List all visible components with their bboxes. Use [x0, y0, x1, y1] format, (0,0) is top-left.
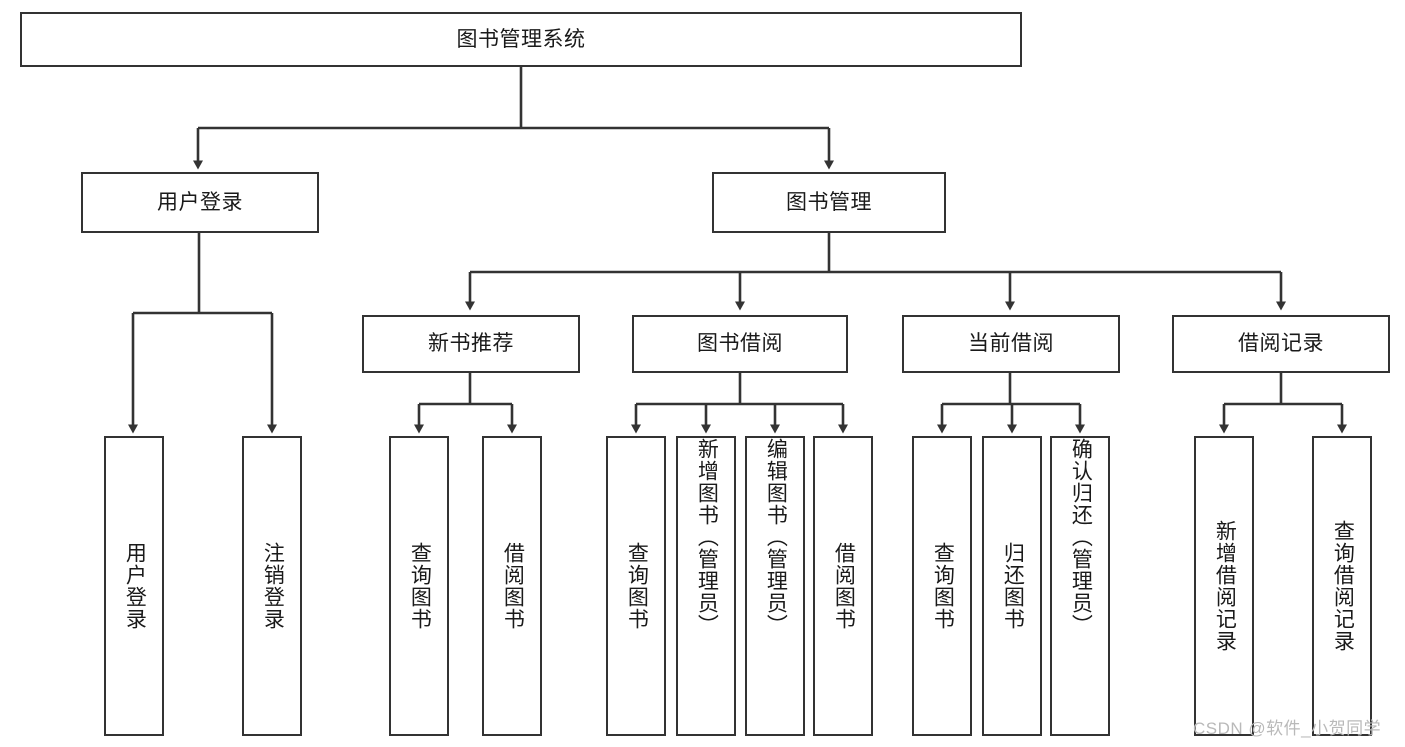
- node-book-borrow-label: 图书借阅: [697, 332, 783, 356]
- node-leaf-current-return-book-label: 归还图书: [1001, 542, 1025, 630]
- node-leaf-current-confirm-return-admin[interactable]: 确认归还（管理员）: [1050, 436, 1110, 736]
- node-borrow-records[interactable]: 借阅记录: [1172, 315, 1390, 373]
- node-leaf-records-query-record[interactable]: 查询借阅记录: [1312, 436, 1372, 736]
- node-leaf-records-add-record-label: 新增借阅记录: [1213, 520, 1237, 652]
- node-leaf-current-confirm-return-admin-label: 确认归还（管理员）: [1069, 438, 1093, 636]
- node-leaf-borrow-add-book-admin[interactable]: 新增图书（管理员）: [676, 436, 736, 736]
- node-leaf-current-query-book-label: 查询图书: [931, 542, 955, 630]
- node-root[interactable]: 图书管理系统: [20, 12, 1022, 67]
- node-user-login[interactable]: 用户登录: [81, 172, 319, 233]
- node-leaf-records-add-record[interactable]: 新增借阅记录: [1194, 436, 1254, 736]
- node-leaf-borrow-lend-book-label: 借阅图书: [832, 542, 856, 630]
- node-book-borrow[interactable]: 图书借阅: [632, 315, 848, 373]
- node-new-book-recommend-label: 新书推荐: [428, 332, 514, 356]
- node-leaf-recommend-borrow-book[interactable]: 借阅图书: [482, 436, 542, 736]
- node-leaf-user-logout-label: 注销登录: [261, 542, 285, 630]
- node-leaf-current-query-book[interactable]: 查询图书: [912, 436, 972, 736]
- node-leaf-borrow-add-book-admin-label: 新增图书（管理员）: [695, 438, 719, 636]
- node-user-login-label: 用户登录: [157, 190, 243, 214]
- node-leaf-borrow-query-book-label: 查询图书: [625, 542, 649, 630]
- node-new-book-recommend[interactable]: 新书推荐: [362, 315, 580, 373]
- node-leaf-records-query-record-label: 查询借阅记录: [1331, 520, 1355, 652]
- node-current-borrow[interactable]: 当前借阅: [902, 315, 1120, 373]
- node-leaf-borrow-query-book[interactable]: 查询图书: [606, 436, 666, 736]
- node-leaf-borrow-lend-book[interactable]: 借阅图书: [813, 436, 873, 736]
- node-leaf-user-login[interactable]: 用户登录: [104, 436, 164, 736]
- node-root-label: 图书管理系统: [456, 27, 586, 51]
- node-leaf-recommend-query-book[interactable]: 查询图书: [389, 436, 449, 736]
- node-leaf-recommend-borrow-book-label: 借阅图书: [501, 542, 525, 630]
- node-leaf-borrow-edit-book-admin-label: 编辑图书（管理员）: [764, 438, 788, 636]
- node-book-management-label: 图书管理: [786, 190, 872, 214]
- node-leaf-user-login-label: 用户登录: [123, 542, 147, 630]
- node-borrow-records-label: 借阅记录: [1238, 332, 1324, 356]
- node-leaf-borrow-edit-book-admin[interactable]: 编辑图书（管理员）: [745, 436, 805, 736]
- node-leaf-user-logout[interactable]: 注销登录: [242, 436, 302, 736]
- csdn-watermark: CSDN @软件_小贺同学: [1193, 719, 1382, 738]
- node-leaf-current-return-book[interactable]: 归还图书: [982, 436, 1042, 736]
- node-book-management[interactable]: 图书管理: [712, 172, 946, 233]
- node-current-borrow-label: 当前借阅: [968, 332, 1054, 356]
- node-leaf-recommend-query-book-label: 查询图书: [408, 542, 432, 630]
